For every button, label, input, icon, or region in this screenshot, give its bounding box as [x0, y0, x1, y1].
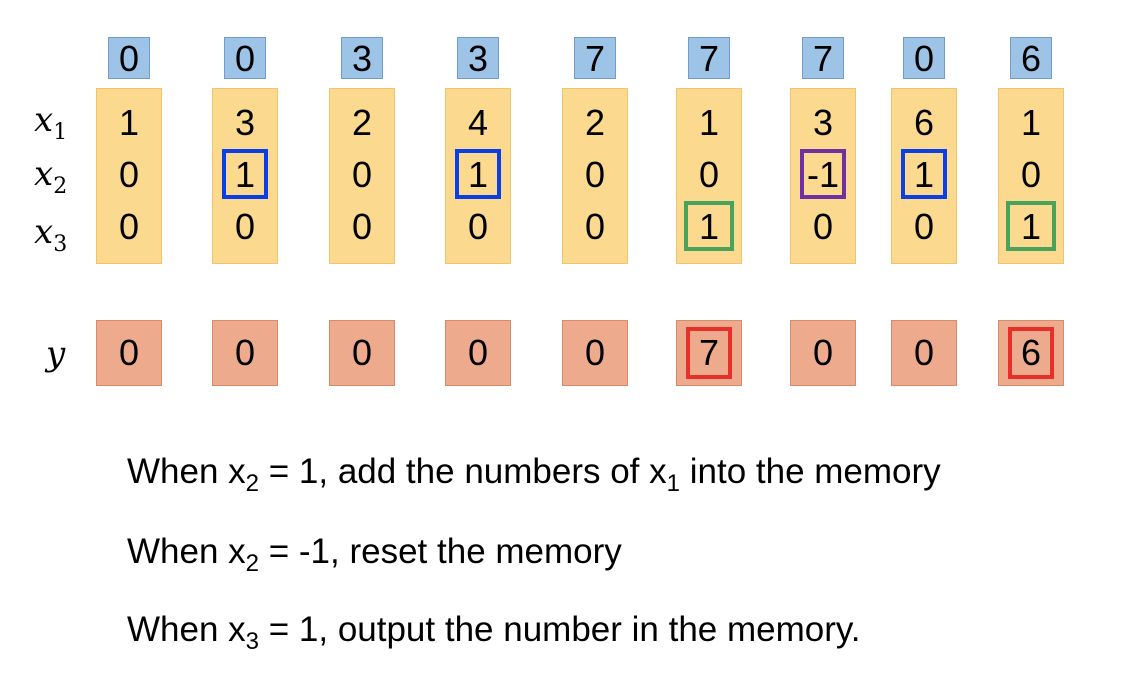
x3-value: 0 — [812, 206, 834, 247]
x1-value: 2 — [584, 102, 606, 143]
y-value: 0 — [234, 332, 256, 373]
row-label-x3: x3 — [34, 212, 67, 265]
output-y-box: 0 — [891, 320, 957, 386]
x2-value: 0 — [698, 154, 720, 195]
y-value: 7 — [698, 332, 720, 373]
x2-value: 1 — [467, 154, 489, 195]
x1-value: 2 — [351, 102, 373, 143]
x3-value: 0 — [467, 206, 489, 247]
add-signal-highlight — [222, 149, 268, 199]
row-label-x2-sub: 2 — [53, 173, 68, 199]
output-y-box: 7 — [676, 320, 742, 386]
add-signal-highlight — [901, 149, 947, 199]
rule-add-sub: 2 — [245, 470, 260, 497]
output-signal-highlight — [1006, 201, 1056, 251]
memory-value-box: 3 — [457, 37, 499, 79]
rule-reset-mid: = -1, reset the memory — [259, 532, 622, 571]
y-value: 6 — [1020, 332, 1042, 373]
x3-value: 0 — [351, 206, 373, 247]
memory-value-box: 0 — [903, 37, 945, 79]
memory-value-box: 7 — [802, 37, 844, 79]
output-y-box: 0 — [329, 320, 395, 386]
input-column: 4 1 0 — [445, 88, 511, 264]
y-value: 0 — [584, 332, 606, 373]
x3-value: 1 — [1020, 206, 1042, 247]
memory-value-box: 7 — [688, 37, 730, 79]
input-column: 1 0 1 — [998, 88, 1064, 264]
x1-value: 3 — [812, 102, 834, 143]
row-label-x2: x2 — [34, 154, 67, 207]
rule-reset-pre: When x — [127, 532, 246, 571]
y-value: 0 — [351, 332, 373, 373]
rule-reset: When x2 = -1, reset the memory — [127, 530, 622, 586]
x2-value: -1 — [806, 154, 839, 195]
x2-value: 1 — [913, 154, 935, 195]
rule-output-pre: When x — [127, 610, 246, 649]
x1-value: 4 — [467, 102, 489, 143]
output-y-box: 0 — [790, 320, 856, 386]
input-column: 3 1 0 — [212, 88, 278, 264]
rule-add-mid: = 1, add the numbers of x — [259, 452, 667, 491]
memory-value-box: 3 — [341, 37, 383, 79]
rule-add-pre: When x — [127, 452, 246, 491]
x3-value: 0 — [118, 206, 140, 247]
memory-value-box: 7 — [574, 37, 616, 79]
output-signal-highlight — [684, 201, 734, 251]
rule-add-sub2: 1 — [666, 470, 680, 497]
output-y-box: 0 — [445, 320, 511, 386]
row-label-x3-base: x — [34, 212, 54, 252]
output-y-box: 0 — [562, 320, 628, 386]
input-column: 6 1 0 — [891, 88, 957, 264]
rule-output: When x3 = 1, output the number in the me… — [127, 608, 861, 664]
y-value: 0 — [913, 332, 935, 373]
input-column: 2 0 0 — [562, 88, 628, 264]
x2-value: 0 — [584, 154, 606, 195]
x1-value: 6 — [913, 102, 935, 143]
x3-value: 0 — [234, 206, 256, 247]
input-column: 1 0 0 — [96, 88, 162, 264]
memory-value-box: 0 — [108, 37, 150, 79]
y-value: 0 — [467, 332, 489, 373]
x1-value: 1 — [698, 102, 720, 143]
x2-value: 1 — [234, 154, 256, 195]
y-value: 0 — [812, 332, 834, 373]
rule-output-sub: 3 — [245, 628, 260, 655]
reset-signal-highlight — [800, 149, 846, 199]
x1-value: 1 — [118, 102, 140, 143]
x3-value: 0 — [584, 206, 606, 247]
row-label-x3-sub: 3 — [53, 231, 68, 257]
output-value-highlight — [1008, 327, 1054, 379]
x1-value: 1 — [1020, 102, 1042, 143]
output-value-highlight — [686, 327, 732, 379]
x1-value: 3 — [234, 102, 256, 143]
memory-value-box: 0 — [224, 37, 266, 79]
add-signal-highlight — [455, 149, 501, 199]
input-column: 1 0 1 — [676, 88, 742, 264]
rule-add: When x2 = 1, add the numbers of x1 into … — [127, 450, 941, 506]
x3-value: 0 — [913, 206, 935, 247]
row-label-x1: x1 — [34, 100, 67, 153]
x2-value: 0 — [351, 154, 373, 195]
memory-value-box: 6 — [1010, 37, 1052, 79]
x2-value: 0 — [1020, 154, 1042, 195]
rule-add-post: into the memory — [680, 452, 941, 491]
row-label-y: y — [46, 334, 66, 374]
output-y-box: 6 — [998, 320, 1064, 386]
row-label-x1-sub: 1 — [53, 119, 68, 145]
output-y-box: 0 — [212, 320, 278, 386]
row-label-x1-base: x — [34, 100, 54, 140]
row-label-x2-base: x — [34, 154, 54, 194]
output-y-box: 0 — [96, 320, 162, 386]
rule-reset-sub: 2 — [245, 550, 260, 577]
input-column: 3 -1 0 — [790, 88, 856, 264]
rule-output-mid: = 1, output the number in the memory. — [259, 610, 861, 649]
x2-value: 0 — [118, 154, 140, 195]
y-value: 0 — [118, 332, 140, 373]
x3-value: 1 — [698, 206, 720, 247]
input-column: 2 0 0 — [329, 88, 395, 264]
